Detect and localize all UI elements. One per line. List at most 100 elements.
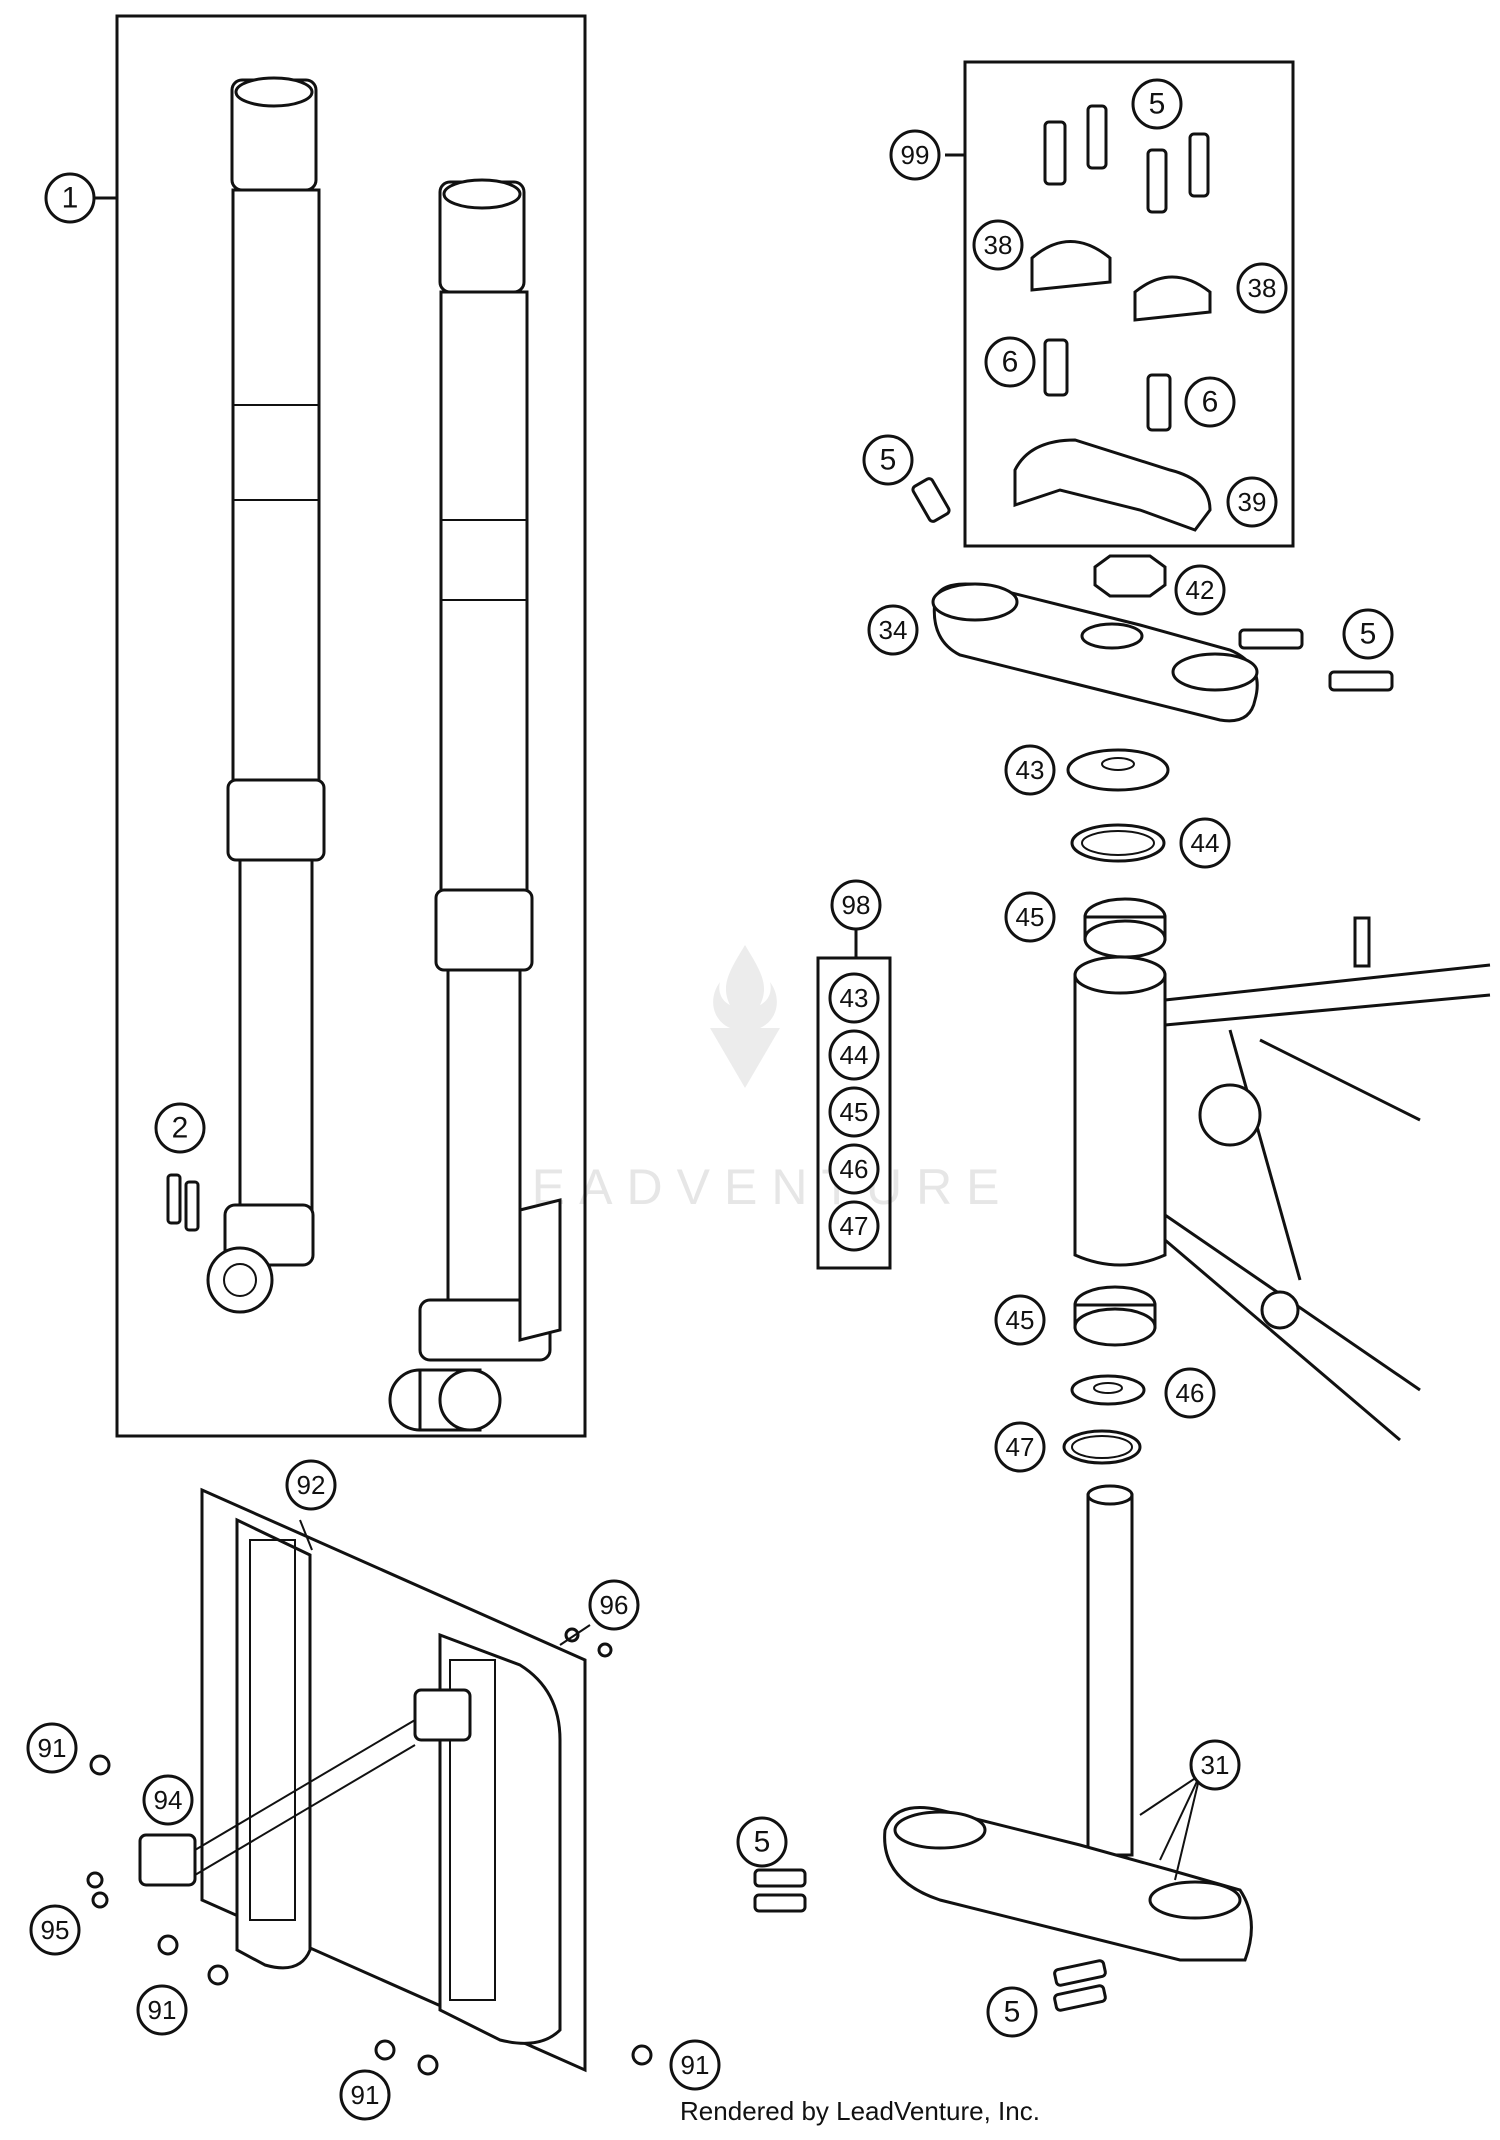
callout-38a-label: 38 xyxy=(984,230,1013,260)
kit-item-45-label: 45 xyxy=(840,1097,869,1127)
clamp-base-39[interactable] xyxy=(1013,438,1212,532)
callout-31[interactable]: 31 xyxy=(1189,1739,1241,1791)
callout-6a[interactable]: 6 xyxy=(984,336,1036,388)
callout-95-label: 95 xyxy=(41,1915,70,1945)
callout-92[interactable]: 92 xyxy=(285,1459,337,1511)
bolts-5-upper[interactable] xyxy=(1043,104,1210,214)
callout-1-label: 1 xyxy=(62,182,79,215)
bolts-5-lower-left[interactable] xyxy=(753,1868,807,1913)
callout-5d[interactable]: 5 xyxy=(736,1816,788,1868)
callout-91b-label: 91 xyxy=(148,1995,177,2025)
callout-45b-label: 45 xyxy=(1006,1305,1035,1335)
upper-triple-clamp-34[interactable] xyxy=(931,582,1259,723)
callout-5d-label: 5 xyxy=(754,1826,771,1859)
callout-39[interactable]: 39 xyxy=(1226,476,1278,528)
kit-item-44-label: 44 xyxy=(840,1040,869,1070)
callout-42-label: 42 xyxy=(1186,575,1215,605)
bearing-kit-frame xyxy=(816,956,892,1270)
callout-43[interactable]: 43 xyxy=(1004,744,1056,796)
o-ring-47[interactable] xyxy=(1062,1429,1142,1465)
callout-6b[interactable]: 6 xyxy=(1184,376,1236,428)
callout-45a-label: 45 xyxy=(1016,902,1045,932)
fork-guard-panel xyxy=(200,1487,587,2073)
callout-91b[interactable]: 91 xyxy=(136,1984,188,2036)
nut-42[interactable] xyxy=(1093,554,1167,598)
kit-item-43[interactable]: 43 xyxy=(828,972,880,1024)
steering-stem-31[interactable] xyxy=(883,1484,1253,1962)
callout-92-label: 92 xyxy=(297,1470,326,1500)
callout-95[interactable]: 95 xyxy=(29,1904,81,1956)
fork-leg-right[interactable] xyxy=(388,178,562,1432)
callout-2[interactable]: 2 xyxy=(154,1102,206,1154)
o-ring-44[interactable] xyxy=(1070,823,1166,863)
callout-91c[interactable]: 91 xyxy=(339,2069,391,2121)
callout-43-label: 43 xyxy=(1016,755,1045,785)
callout-91d[interactable]: 91 xyxy=(669,2039,721,2091)
callout-99[interactable]: 99 xyxy=(889,129,941,181)
kit-item-46-label: 46 xyxy=(840,1154,869,1184)
bolts-91[interactable] xyxy=(86,1754,653,2076)
callout-38b-label: 38 xyxy=(1248,273,1277,303)
callout-91c-label: 91 xyxy=(351,2080,380,2110)
bearing-45-upper[interactable] xyxy=(1083,897,1167,959)
frame-head-tube xyxy=(1073,916,1491,1442)
seal-46[interactable] xyxy=(1070,1374,1146,1406)
callout-99-label: 99 xyxy=(901,140,930,170)
callout-46-label: 46 xyxy=(1176,1378,1205,1408)
callout-47-label: 47 xyxy=(1006,1432,1035,1462)
fork-leg-left[interactable] xyxy=(206,76,326,1314)
callout-39-label: 39 xyxy=(1238,487,1267,517)
callout-5c[interactable]: 5 xyxy=(1342,608,1394,660)
render-credit: Rendered by LeadVenture, Inc. xyxy=(0,2096,1500,2127)
kit-item-47-label: 47 xyxy=(840,1211,869,1241)
callout-96-label: 96 xyxy=(600,1590,629,1620)
callout-6a-label: 6 xyxy=(1002,346,1019,379)
callout-31-label: 31 xyxy=(1201,1750,1230,1780)
callout-91a[interactable]: 91 xyxy=(26,1722,78,1774)
callout-44-label: 44 xyxy=(1191,828,1220,858)
callout-5a[interactable]: 5 xyxy=(1131,78,1183,130)
callout-1[interactable]: 1 xyxy=(44,172,96,224)
callout-5c-label: 5 xyxy=(1360,618,1377,651)
bearing-45-lower[interactable] xyxy=(1073,1285,1157,1347)
kit-item-45[interactable]: 45 xyxy=(828,1086,880,1138)
clamp-caps-38[interactable] xyxy=(1030,240,1212,322)
callout-34[interactable]: 34 xyxy=(867,604,919,656)
callout-38a[interactable]: 38 xyxy=(972,219,1024,271)
callout-5b-label: 5 xyxy=(880,444,897,477)
callout-96[interactable]: 96 xyxy=(588,1579,640,1631)
bolts-5-lower-right[interactable] xyxy=(1053,1959,1107,2012)
callout-91a-label: 91 xyxy=(38,1733,67,1763)
dust-seal-43[interactable] xyxy=(1066,748,1170,792)
callout-47[interactable]: 47 xyxy=(994,1421,1046,1473)
callout-5e[interactable]: 5 xyxy=(986,1986,1038,2038)
callout-45a[interactable]: 45 xyxy=(1004,891,1056,943)
bolt-5-side[interactable] xyxy=(911,477,951,523)
kit-item-44[interactable]: 44 xyxy=(828,1029,880,1081)
callout-5b[interactable]: 5 xyxy=(862,434,914,486)
callout-98[interactable]: 98 xyxy=(830,879,882,931)
bolts-5-clamp[interactable] xyxy=(1238,628,1394,692)
callout-38b[interactable]: 38 xyxy=(1236,262,1288,314)
render-credit-text: Rendered by LeadVenture, Inc. xyxy=(680,2096,1040,2126)
callout-6b-label: 6 xyxy=(1202,386,1219,419)
callout-91d-label: 91 xyxy=(681,2050,710,2080)
kit-item-46[interactable]: 46 xyxy=(828,1143,880,1195)
callout-34-label: 34 xyxy=(879,615,908,645)
callout-42[interactable]: 42 xyxy=(1174,564,1226,616)
callout-98-label: 98 xyxy=(842,890,871,920)
clamp-kit-frame xyxy=(963,60,1295,548)
callout-46[interactable]: 46 xyxy=(1164,1367,1216,1419)
nuts-96[interactable] xyxy=(564,1627,613,1658)
callout-94-label: 94 xyxy=(154,1785,183,1815)
watermark-logo-icon xyxy=(690,940,800,1090)
bolts-6[interactable] xyxy=(1043,338,1172,432)
fork-guard-92[interactable] xyxy=(235,1517,312,1970)
callout-44[interactable]: 44 xyxy=(1179,817,1231,869)
callout-94[interactable]: 94 xyxy=(142,1774,194,1826)
callout-45b[interactable]: 45 xyxy=(994,1294,1046,1346)
guard-clamp-94[interactable] xyxy=(138,1688,472,1887)
kit-item-47[interactable]: 47 xyxy=(828,1200,880,1252)
callout-5a-label: 5 xyxy=(1149,88,1166,121)
bolt-pair-2[interactable] xyxy=(166,1173,200,1232)
